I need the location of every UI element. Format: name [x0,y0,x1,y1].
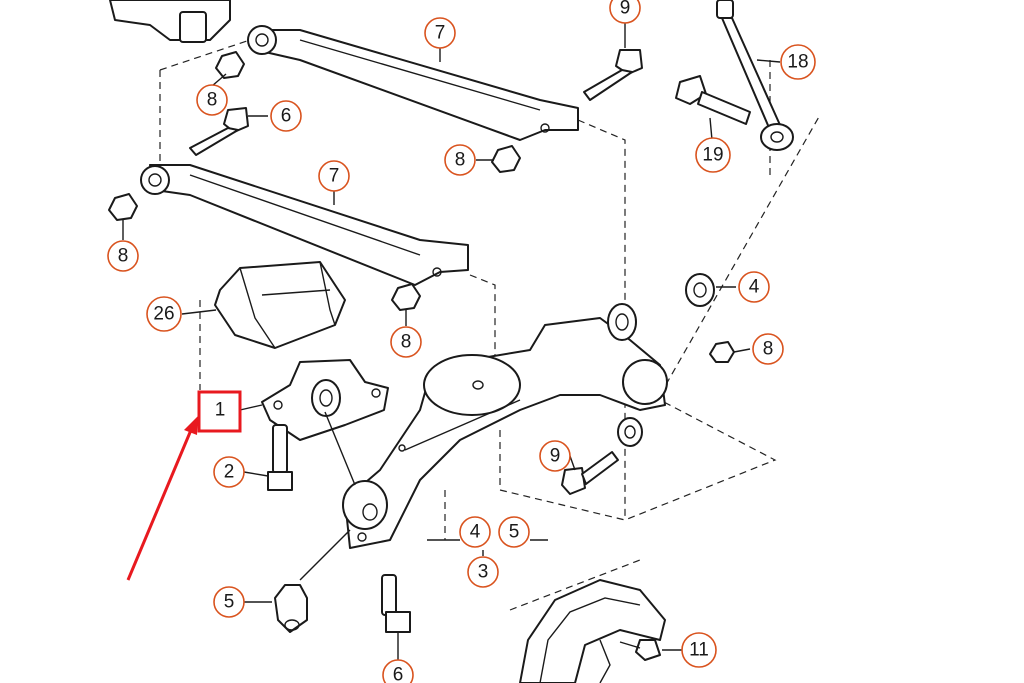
callout-8-c: 8 [107,240,139,272]
highlight-box [197,390,242,433]
callout-2: 2 [213,456,245,488]
upper-mount-bracket [109,0,231,43]
callout-number: 2 [224,462,235,483]
callout-circle [539,440,571,472]
bolt-9-top [583,49,643,101]
bolt-2 [267,424,293,491]
callout-number: 11 [689,640,709,661]
mounting-bracket-1 [261,359,389,441]
cover-cap-26 [214,261,346,349]
callout-3: 3 [467,556,499,588]
callout-11: 11 [681,632,717,668]
callout-circle [107,240,139,272]
callout-circle [390,326,422,358]
callout-9-mid: 9 [539,440,571,472]
callout-number: 4 [470,522,481,543]
bolt-9-mid [561,451,619,495]
callout-number: 3 [478,562,489,583]
callout-circle [444,144,476,176]
nut-8-c [108,193,138,221]
callout-5-left: 5 [213,586,245,618]
callout-circle [424,17,456,49]
nut-8-e [709,341,735,363]
callout-4-right: 4 [738,271,770,303]
callout-18: 18 [780,44,816,80]
callout-number: 5 [509,522,520,543]
callout-number: 1 [215,400,226,421]
bolt-6-bottom [381,574,411,633]
callout-6-bottom: 6 [382,659,414,683]
nut-8-b [491,145,521,173]
callout-circle [270,100,302,132]
callout-number: 6 [281,106,292,127]
callout-circle [467,556,499,588]
callout-circle [213,456,245,488]
callout-circle [498,516,530,548]
callout-circle [780,44,816,80]
callout-number: 8 [118,246,129,267]
callout-circle [609,0,641,24]
assembly-guide-lines [159,39,821,611]
callout-number: 18 [787,52,808,73]
callout-6-top: 6 [270,100,302,132]
callout-8-d: 8 [390,326,422,358]
callout-19: 19 [695,137,731,173]
callout-number: 8 [207,90,218,111]
callout-circle [318,160,350,192]
callout-4-bottom: 4 [459,516,491,548]
callout-7-top: 7 [424,17,456,49]
callout-5-bottom: 5 [498,516,530,548]
callout-number: 26 [153,304,174,325]
callout-number: 9 [550,446,561,467]
callout-number: 19 [702,145,723,166]
pointer-arrow [126,416,198,581]
callout-8-a: 8 [196,84,228,116]
callout-circle [213,586,245,618]
callout-9-top: 9 [609,0,641,24]
bolt-11 [619,639,661,661]
bump-stop-5 [274,584,308,633]
nut-8-a [215,51,245,79]
brake-backing-plate [519,579,666,683]
nut-8-d [391,283,421,311]
bushing-lower [617,417,643,447]
bolt-6-top [189,107,249,156]
bolt-19 [675,75,751,125]
callout-number: 8 [401,332,412,353]
callout-circle [382,659,414,683]
callout-1: 1 [215,400,226,421]
bushing-4-right [685,273,715,307]
callout-7-mid: 7 [318,160,350,192]
callout-number: 6 [393,665,404,683]
callout-circle [681,632,717,668]
callout-circle [196,84,228,116]
callout-circle [146,296,182,332]
callout-number: 5 [224,592,235,613]
track-rod-lower [140,164,469,286]
callout-number: 7 [435,23,446,44]
callout-number: 8 [763,339,774,360]
trailing-arm-3 [342,317,668,549]
callout-number: 7 [329,166,340,187]
callout-circle [459,516,491,548]
callout-circle [695,137,731,173]
callout-number: 9 [620,0,631,19]
callout-number: 4 [749,277,760,298]
callout-8-e: 8 [752,333,784,365]
callout-26: 26 [146,296,182,332]
callout-circle [752,333,784,365]
callout-8-b: 8 [444,144,476,176]
track-rod-upper [247,25,579,141]
stabilizer-link-18 [716,0,794,151]
callout-number: 8 [455,150,466,171]
bushing-upper [607,303,637,341]
leader-lines [122,22,781,665]
callout-circle [738,271,770,303]
